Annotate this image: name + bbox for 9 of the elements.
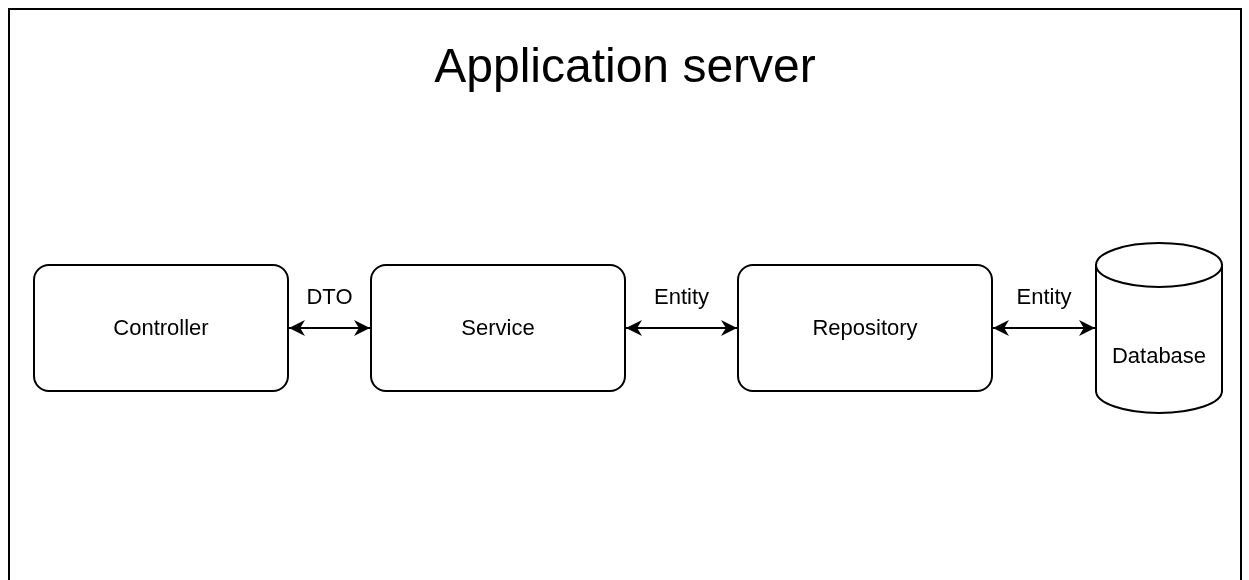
process-box: Controller: [33, 264, 289, 392]
double-arrow: [992, 320, 1096, 336]
container-frame: [8, 8, 1242, 580]
node-label: Database: [1110, 343, 1208, 369]
double-arrow: [625, 320, 738, 336]
process-box: Service: [370, 264, 626, 392]
process-box: Repository: [737, 264, 993, 392]
container-title: Application server: [434, 38, 816, 94]
double-arrow: [288, 320, 371, 336]
